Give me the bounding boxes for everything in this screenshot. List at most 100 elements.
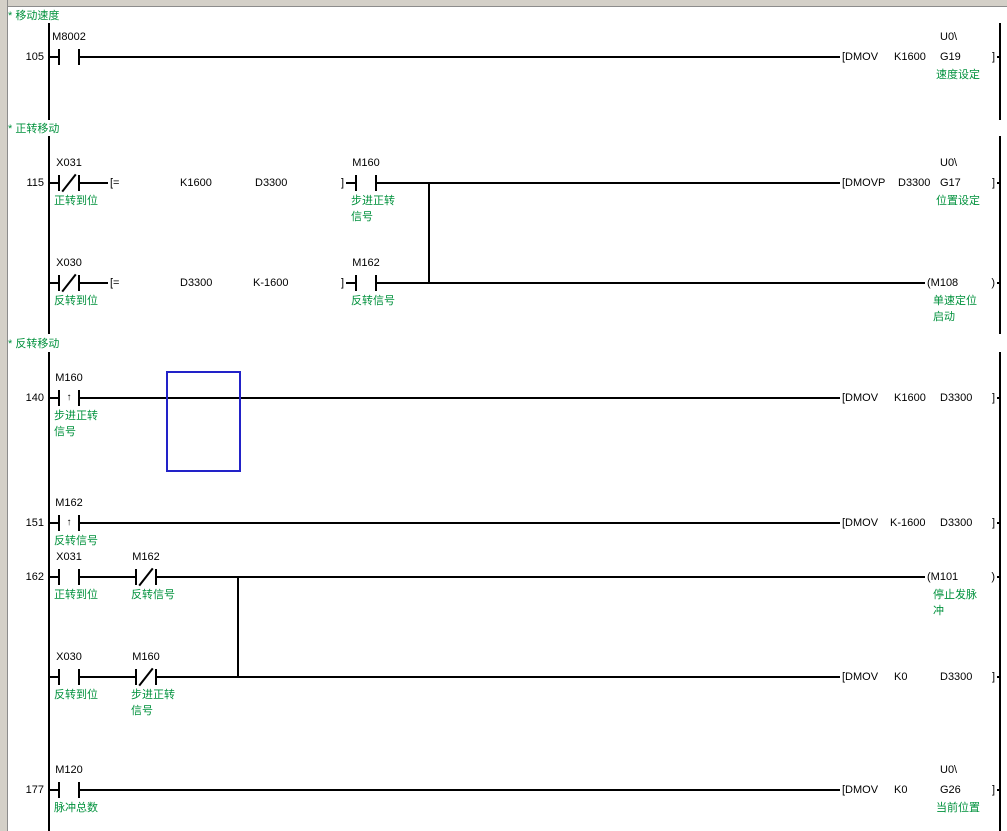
device-comment: 步进正转: [54, 410, 98, 422]
contact-bar: [78, 49, 80, 65]
device-label: M162: [55, 497, 83, 509]
contact-bar: [78, 390, 80, 406]
device-comment: 信号: [351, 211, 373, 223]
contact-bar: [355, 175, 357, 191]
contact-bar: [135, 669, 137, 685]
branch-wire: [237, 576, 239, 678]
contact-m160-no[interactable]: [355, 175, 377, 191]
device-comment: 正转到位: [54, 589, 98, 601]
contact-bar: [58, 390, 60, 406]
bracket-close: ]: [340, 177, 344, 189]
coil-device: (M101: [927, 571, 959, 583]
device-comment: 反转信号: [351, 295, 395, 307]
section-comment: * 移动速度: [8, 9, 70, 23]
operand-1: D3300: [898, 177, 931, 189]
contact-bar: [58, 49, 60, 65]
transfer-instruction[interactable]: [DMOV K1600 D3300 ]: [840, 390, 997, 406]
rung-wire: [48, 282, 1001, 284]
contact-m162-nc[interactable]: [135, 567, 157, 587]
contact-bar: [58, 569, 60, 585]
left-bus-bar: [48, 23, 50, 120]
contact-bar: [78, 569, 80, 585]
step-number: 105: [25, 51, 44, 63]
contact-bar: [135, 569, 137, 585]
right-bus-bar: [999, 352, 1001, 831]
right-bus-bar: [999, 23, 1001, 120]
contact-m120-no[interactable]: [58, 782, 80, 798]
contact-bar: [58, 782, 60, 798]
contact-m162-no[interactable]: [355, 275, 377, 291]
transfer-instruction[interactable]: [DMOV K0 D3300 ]: [840, 669, 997, 685]
output-coil[interactable]: (M101 ): [925, 569, 997, 585]
window-border-left: [0, 0, 8, 831]
contact-bar: [155, 669, 157, 685]
nc-slash: [61, 273, 77, 293]
contact-m8002-no[interactable]: [58, 49, 80, 65]
mnemonic: [DMOVP: [842, 177, 886, 189]
contact-x030-nc[interactable]: [58, 273, 80, 293]
device-comment: 步进正转: [131, 689, 175, 701]
transfer-instruction[interactable]: [DMOV K-1600 D3300 ]: [840, 515, 997, 531]
device-comment: 正转到位: [54, 195, 98, 207]
rung-wire: [48, 182, 1001, 184]
rung-wire: [48, 522, 1001, 524]
output-coil[interactable]: (M108 ): [925, 275, 997, 291]
coil-close: ): [991, 571, 995, 583]
contact-bar: [78, 669, 80, 685]
rung-wire: [48, 676, 1001, 678]
device-comment: 反转到位: [54, 689, 98, 701]
bracket-close: ]: [991, 177, 995, 189]
contact-x030-no[interactable]: [58, 669, 80, 685]
operand-2: G26: [940, 784, 961, 796]
operand-1: K1600: [894, 51, 926, 63]
bracket-close: ]: [991, 784, 995, 796]
contact-m160-rising[interactable]: ↑: [58, 390, 80, 406]
device-comment: 反转信号: [131, 589, 175, 601]
device-comment: 当前位置: [936, 802, 980, 814]
operand-1: K0: [894, 784, 908, 796]
contact-m162-rising[interactable]: ↑: [58, 515, 80, 531]
contact-bar: [375, 175, 377, 191]
device-label: M8002: [52, 31, 86, 43]
rung-wire: [48, 397, 1001, 399]
contact-x031-nc[interactable]: [58, 173, 80, 193]
operand-1: D3300: [180, 277, 213, 289]
contact-x031-no[interactable]: [58, 569, 80, 585]
right-bus-bar: [999, 136, 1001, 334]
operand-2: D3300: [255, 177, 288, 189]
compare-instruction[interactable]: [= D3300 K-1600 ]: [108, 275, 346, 291]
step-number: 115: [26, 177, 44, 189]
operand-2: D3300: [940, 671, 973, 683]
contact-bar: [78, 782, 80, 798]
operand-2: G17: [940, 177, 961, 189]
device-comment: 步进正转: [351, 195, 395, 207]
contact-bar: [58, 275, 60, 291]
window-border-top: [0, 0, 1007, 7]
transfer-instruction[interactable]: [DMOV K0 G26 ]: [840, 782, 997, 798]
device-label: M160: [55, 372, 83, 384]
operand-1: K-1600: [890, 517, 926, 529]
device-comment: 脉冲总数: [54, 802, 98, 814]
edit-cursor[interactable]: [166, 371, 241, 472]
contact-bar: [375, 275, 377, 291]
bracket-close: ]: [991, 51, 995, 63]
device-label: X031: [56, 551, 82, 563]
operand-1: K1600: [180, 177, 212, 189]
contact-bar: [355, 275, 357, 291]
contact-m160-nc[interactable]: [135, 667, 157, 687]
bracket-close: ]: [991, 671, 995, 683]
device-label: X031: [56, 157, 82, 169]
contact-bar: [78, 175, 80, 191]
device-label: X030: [56, 257, 82, 269]
compare-instruction[interactable]: [= K1600 D3300 ]: [108, 175, 346, 191]
device-comment: 速度设定: [936, 69, 980, 81]
left-bus-bar: [48, 136, 50, 334]
coil-device: (M108: [927, 277, 959, 289]
mnemonic: [DMOV: [842, 784, 879, 796]
bracket-close: ]: [991, 517, 995, 529]
transfer-instruction[interactable]: [DMOV K1600 G19 ]: [840, 49, 997, 65]
contact-bar: [58, 515, 60, 531]
contact-bar: [155, 569, 157, 585]
transfer-instruction[interactable]: [DMOVP D3300 G17 ]: [840, 175, 997, 191]
step-number: 162: [25, 571, 44, 583]
